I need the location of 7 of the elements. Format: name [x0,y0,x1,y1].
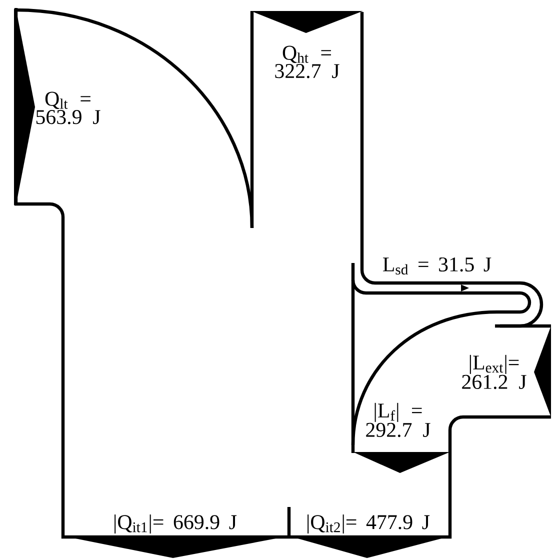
flow-label: |L$_{f}$| = 292.7 J [366,402,430,438]
flow-label: Q$_{lt}$ = 563.9 J [36,92,100,124]
flow-label: Q$_{ht}$ = 322.7 J [275,46,340,78]
flow-label: |Q$_{it2}$|= 477.9 J [308,514,430,534]
flow-label: |Q$_{it1}$|= 669.9 J [114,514,237,534]
flow-label: |L$_{ext}$|= 261.2 J [462,354,526,390]
flow-label: L$_{sd}$ = 31.5 J [383,257,492,275]
